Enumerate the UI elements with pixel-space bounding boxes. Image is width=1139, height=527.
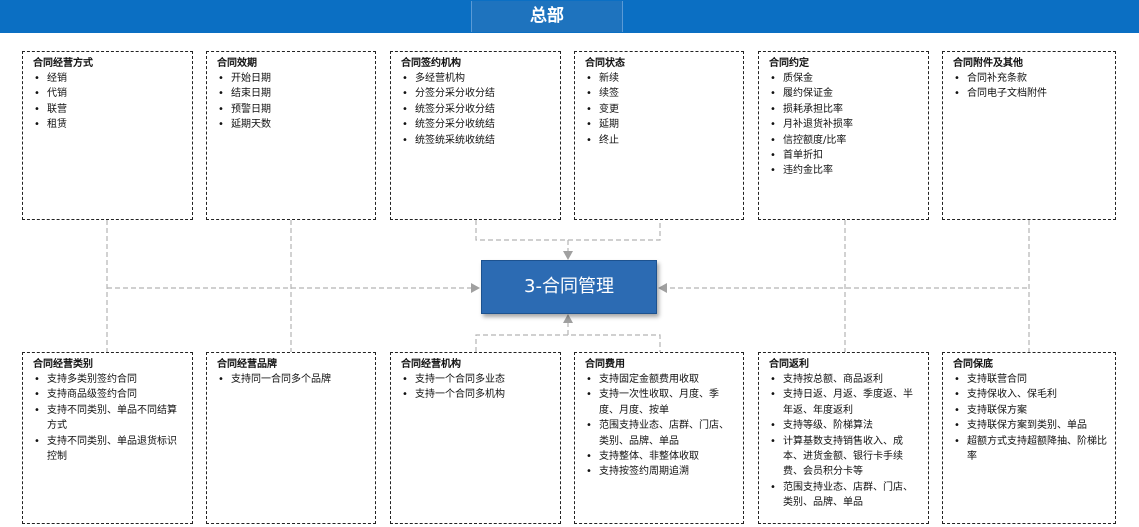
box-list: 支持同一合同多个品牌 [217, 372, 367, 388]
box-title: 合同效期 [217, 58, 257, 69]
list-item: 范围支持业态、店群、门店、类别、品牌、单品 [585, 418, 735, 449]
box-contract-fees: 合同费用 支持固定金额费用收取 支持一次性收取、月度、季度、月度、按单 范围支持… [574, 352, 744, 524]
arrow-top [563, 251, 573, 260]
list-item: 开始日期 [217, 71, 367, 87]
box-list: 支持联营合同 支持保收入、保毛利 支持联保方案 支持联保方案到类别、单品 超额方… [953, 372, 1107, 464]
box-list: 开始日期 结束日期 预警日期 延期天数 [217, 71, 367, 133]
list-item: 经销 [33, 71, 184, 87]
list-item: 支持商品级签约合同 [33, 387, 184, 403]
list-item: 延期天数 [217, 117, 367, 133]
list-item: 支持一个合同多业态 [401, 372, 552, 388]
arrow-left [471, 283, 480, 293]
list-item: 统签分采分收统结 [401, 117, 552, 133]
box-list: 合同补充条款 合同电子文档附件 [953, 71, 1107, 102]
list-item: 结束日期 [217, 86, 367, 102]
box-title: 合同经营类别 [33, 359, 93, 370]
list-item: 计算基数支持销售收入、成本、进货金额、银行卡手续费、会员积分卡等 [769, 434, 920, 480]
list-item: 新续 [585, 71, 735, 87]
box-title: 合同状态 [585, 58, 625, 69]
list-item: 代销 [33, 86, 184, 102]
list-item: 统签分采分收分结 [401, 102, 552, 118]
box-contract-rebates: 合同返利 支持按总额、商品返利 支持日返、月返、季度返、半年返、年度返利 支持等… [758, 352, 929, 524]
list-item: 变更 [585, 102, 735, 118]
arrow-bottom [563, 314, 573, 323]
box-title: 合同费用 [585, 359, 625, 370]
list-item: 支持联营合同 [953, 372, 1107, 388]
list-item: 租赁 [33, 117, 184, 133]
box-contract-terms: 合同约定 质保金 履约保证金 损耗承担比率 月补退货补损率 信控额度/比率 首单… [758, 51, 929, 220]
list-item: 支持整体、非整体收取 [585, 449, 735, 465]
list-item: 支持等级、阶梯算法 [769, 418, 920, 434]
box-list: 经销 代销 联营 租赁 [33, 71, 184, 133]
list-item: 支持联保方案 [953, 403, 1107, 419]
box-list: 质保金 履约保证金 损耗承担比率 月补退货补损率 信控额度/比率 首单折扣 违约… [769, 71, 920, 179]
connector-bottom-bracket [475, 334, 661, 352]
box-title: 合同签约机构 [401, 58, 461, 69]
box-title: 合同经营方式 [33, 58, 93, 69]
list-item: 月补退货补损率 [769, 117, 920, 133]
list-item: 支持不同类别、单品不同结算方式 [33, 403, 184, 434]
list-item: 终止 [585, 133, 735, 149]
list-item: 预警日期 [217, 102, 367, 118]
list-item: 违约金比率 [769, 163, 920, 179]
list-item: 联营 [33, 102, 184, 118]
list-item: 支持不同类别、单品退货标识控制 [33, 434, 184, 465]
list-item: 首单折扣 [769, 148, 920, 164]
list-item: 续签 [585, 86, 735, 102]
list-item: 支持日返、月返、季度返、半年返、年度返利 [769, 387, 920, 418]
box-list: 支持多类别签约合同 支持商品级签约合同 支持不同类别、单品不同结算方式 支持不同… [33, 372, 184, 464]
list-item: 延期 [585, 117, 735, 133]
list-item: 合同补充条款 [953, 71, 1107, 87]
box-title: 合同保底 [953, 359, 993, 370]
list-item: 范围支持业态、店群、门店、类别、品牌、单品 [769, 480, 920, 511]
list-item: 支持按签约周期追溯 [585, 464, 735, 480]
connector-top-bracket [475, 220, 661, 241]
list-item: 统签统采统收统结 [401, 133, 552, 149]
list-item: 支持一个合同多机构 [401, 387, 552, 403]
box-contract-org: 合同经营机构 支持一个合同多业态 支持一个合同多机构 [390, 352, 561, 524]
box-list: 支持一个合同多业态 支持一个合同多机构 [401, 372, 552, 403]
list-item: 支持多类别签约合同 [33, 372, 184, 388]
header-title: 总部 [471, 1, 623, 32]
list-item: 损耗承担比率 [769, 102, 920, 118]
list-item: 质保金 [769, 71, 920, 87]
box-contract-signing-org: 合同签约机构 多经营机构 分签分采分收分结 统签分采分收分结 统签分采分收统结 … [390, 51, 561, 220]
box-title: 合同附件及其他 [953, 58, 1023, 69]
list-item: 合同电子文档附件 [953, 86, 1107, 102]
box-contract-brands: 合同经营品牌 支持同一合同多个品牌 [206, 352, 376, 524]
box-list: 支持按总额、商品返利 支持日返、月返、季度返、半年返、年度返利 支持等级、阶梯算… [769, 372, 920, 511]
box-list: 新续 续签 变更 延期 终止 [585, 71, 735, 148]
box-contract-status: 合同状态 新续 续签 变更 延期 终止 [574, 51, 744, 220]
list-item: 信控额度/比率 [769, 133, 920, 149]
list-item: 多经营机构 [401, 71, 552, 87]
list-item: 分签分采分收分结 [401, 86, 552, 102]
list-item: 支持固定金额费用收取 [585, 372, 735, 388]
box-list: 多经营机构 分签分采分收分结 统签分采分收分结 统签分采分收统结 统签统采统收统… [401, 71, 552, 148]
box-list: 支持固定金额费用收取 支持一次性收取、月度、季度、月度、按单 范围支持业态、店群… [585, 372, 735, 480]
box-contract-categories: 合同经营类别 支持多类别签约合同 支持商品级签约合同 支持不同类别、单品不同结算… [22, 352, 193, 524]
list-item: 支持联保方案到类别、单品 [953, 418, 1107, 434]
list-item: 支持一次性收取、月度、季度、月度、按单 [585, 387, 735, 418]
list-item: 支持按总额、商品返利 [769, 372, 920, 388]
box-title: 合同经营品牌 [217, 359, 277, 370]
list-item: 履约保证金 [769, 86, 920, 102]
arrow-right [658, 283, 667, 293]
box-contract-operation-mode: 合同经营方式 经销 代销 联营 租赁 [22, 51, 193, 220]
list-item: 支持同一合同多个品牌 [217, 372, 367, 388]
center-node-contract-management: 3-合同管理 [481, 260, 657, 314]
box-title: 合同经营机构 [401, 359, 461, 370]
box-title: 合同约定 [769, 58, 809, 69]
list-item: 超额方式支持超额降抽、阶梯比率 [953, 434, 1107, 465]
list-item: 支持保收入、保毛利 [953, 387, 1107, 403]
box-contract-validity: 合同效期 开始日期 结束日期 预警日期 延期天数 [206, 51, 376, 220]
box-contract-attachments: 合同附件及其他 合同补充条款 合同电子文档附件 [942, 51, 1116, 220]
box-title: 合同返利 [769, 359, 809, 370]
box-contract-guarantee: 合同保底 支持联营合同 支持保收入、保毛利 支持联保方案 支持联保方案到类别、单… [942, 352, 1116, 524]
